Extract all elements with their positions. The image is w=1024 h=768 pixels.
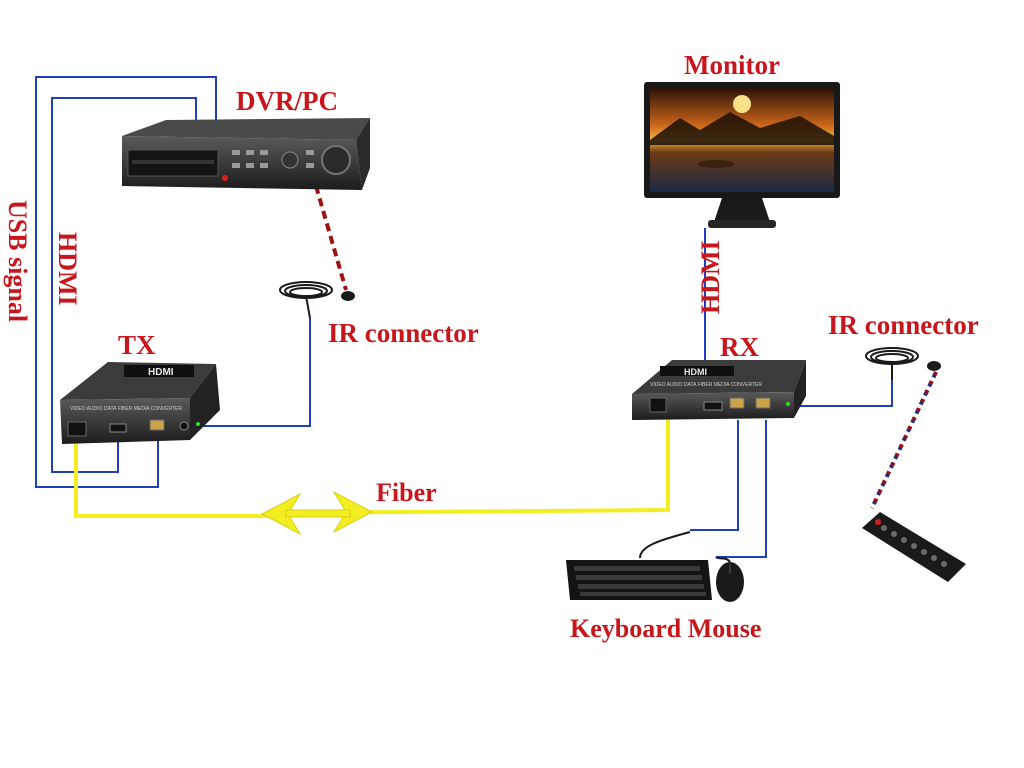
tx-label: TX bbox=[118, 330, 156, 360]
tx-hdmi-logo: HDMI bbox=[148, 367, 174, 378]
keyboard-icon bbox=[566, 531, 712, 600]
hdmi-line-left bbox=[51, 97, 197, 473]
remote-control-icon bbox=[862, 512, 966, 582]
ir-dashed-link-left bbox=[314, 185, 348, 291]
tx-device-caption: VIDEO AUDIO DATA FIBER MEDIA CONVERTER bbox=[70, 406, 182, 412]
usb-signal-label: USB signal bbox=[3, 200, 32, 323]
rx-hdmi-logo: HDMI bbox=[684, 367, 707, 377]
monitor-label: Monitor bbox=[684, 50, 780, 80]
ir-cable-left bbox=[190, 318, 311, 427]
hdmi-right-label: HDMI bbox=[696, 240, 725, 314]
mouse-cable bbox=[716, 420, 767, 558]
keyboard-mouse-label: Keyboard Mouse bbox=[570, 614, 762, 643]
rx-device: HDMI VIDEO AUDIO DATA FIBER MEDIA CONVER… bbox=[632, 360, 806, 420]
ir-connector-right-label: IR connector bbox=[828, 310, 979, 340]
fiber-label: Fiber bbox=[376, 478, 437, 507]
hdmi-left-label: HDMI bbox=[53, 232, 82, 306]
mouse-icon bbox=[715, 556, 744, 602]
ir-cable-right bbox=[800, 380, 893, 407]
dvr-device bbox=[122, 118, 370, 190]
fiber-arrow-icon bbox=[260, 490, 374, 536]
rx-device-caption: VIDEO AUDIO DATA FIBER MEDIA CONVERTER bbox=[650, 382, 762, 388]
monitor-device bbox=[644, 82, 840, 228]
rx-label: RX bbox=[720, 332, 759, 362]
dvr-pc-label: DVR/PC bbox=[236, 86, 338, 116]
ir-connector-left-label: IR connector bbox=[328, 318, 479, 348]
ir-connector-right-icon bbox=[865, 347, 941, 380]
tx-device: HDMI VIDEO AUDIO DATA FIBER MEDIA CONVER… bbox=[60, 362, 220, 444]
usb-signal-line bbox=[35, 76, 217, 488]
keyboard-cable bbox=[690, 420, 739, 531]
ir-dashed-link-right bbox=[870, 371, 938, 509]
ir-connector-left-icon bbox=[279, 281, 355, 319]
